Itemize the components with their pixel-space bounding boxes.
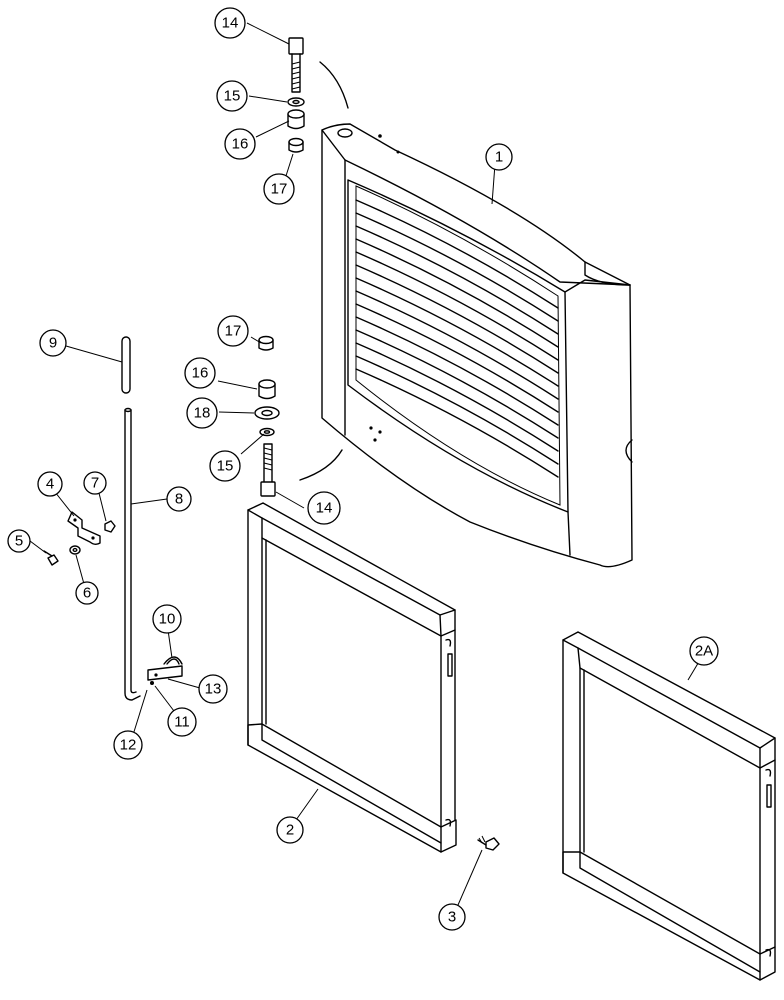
plate-13	[147, 665, 183, 681]
svg-text:17: 17	[271, 181, 288, 198]
callout-3: 3	[438, 903, 466, 931]
hinge-arc-bottom	[299, 449, 343, 481]
bracket-4	[67, 511, 101, 545]
svg-text:16: 16	[192, 365, 209, 382]
grille-panel	[299, 61, 633, 568]
svg-text:6: 6	[83, 585, 91, 602]
svg-text:5: 5	[15, 533, 23, 550]
callout-8: 8	[166, 486, 192, 512]
svg-text:2: 2	[286, 822, 294, 839]
callout-10: 10	[152, 604, 182, 634]
callout-7: 7	[83, 471, 107, 495]
callout-17-top: 17	[263, 173, 295, 205]
hinge-arc-top	[319, 61, 349, 109]
callout-15-bottom: 15	[209, 450, 241, 482]
svg-text:14: 14	[222, 15, 239, 32]
svg-text:14: 14	[316, 500, 333, 517]
nut-7	[104, 520, 116, 533]
svg-text:9: 9	[49, 335, 57, 352]
callout-12: 12	[113, 730, 143, 760]
svg-text:18: 18	[194, 405, 211, 422]
callout-14-bottom: 14	[307, 491, 341, 525]
callout-18: 18	[186, 397, 218, 429]
callout-4: 4	[37, 471, 63, 497]
washer-6	[69, 545, 81, 555]
callout-2: 2	[276, 816, 304, 844]
svg-text:2A: 2A	[695, 643, 713, 660]
svg-text:13: 13	[205, 681, 222, 698]
frame-2	[247, 502, 457, 853]
svg-text:11: 11	[174, 714, 190, 731]
callout-13: 13	[198, 674, 228, 704]
clip-10	[163, 656, 183, 665]
svg-text:8: 8	[175, 491, 183, 508]
upper-hinge-hardware	[287, 37, 305, 153]
svg-text:4: 4	[46, 476, 54, 493]
svg-text:10: 10	[159, 611, 176, 628]
callout-5: 5	[7, 529, 31, 553]
svg-text:15: 15	[224, 88, 241, 105]
svg-text:17: 17	[225, 323, 242, 340]
svg-text:7: 7	[91, 475, 99, 492]
svg-text:3: 3	[448, 909, 456, 926]
callout-15-top: 15	[216, 80, 248, 112]
callout-1: 1	[485, 143, 513, 171]
svg-text:16: 16	[232, 136, 249, 153]
callout-14-top: 14	[214, 7, 246, 39]
svg-text:1: 1	[495, 149, 503, 166]
pin-9	[121, 336, 131, 394]
callout-16-top: 16	[224, 128, 256, 160]
callout-9: 9	[39, 329, 67, 357]
callout-16-bottom: 16	[184, 357, 216, 389]
pin-11	[150, 681, 154, 685]
callout-6: 6	[75, 581, 99, 605]
leader-lines	[29, 22, 701, 906]
callout-11: 11	[167, 707, 197, 737]
frame-2A	[562, 631, 776, 981]
screw-3	[477, 835, 500, 851]
svg-text:15: 15	[217, 458, 234, 475]
callout-2A: 2A	[689, 636, 719, 666]
rod-8	[124, 407, 141, 701]
lower-hinge-hardware	[254, 335, 280, 497]
callout-17-bottom: 17	[217, 315, 249, 347]
grille-louvers	[355, 199, 559, 478]
screw-5	[43, 550, 59, 566]
svg-text:12: 12	[120, 737, 137, 754]
